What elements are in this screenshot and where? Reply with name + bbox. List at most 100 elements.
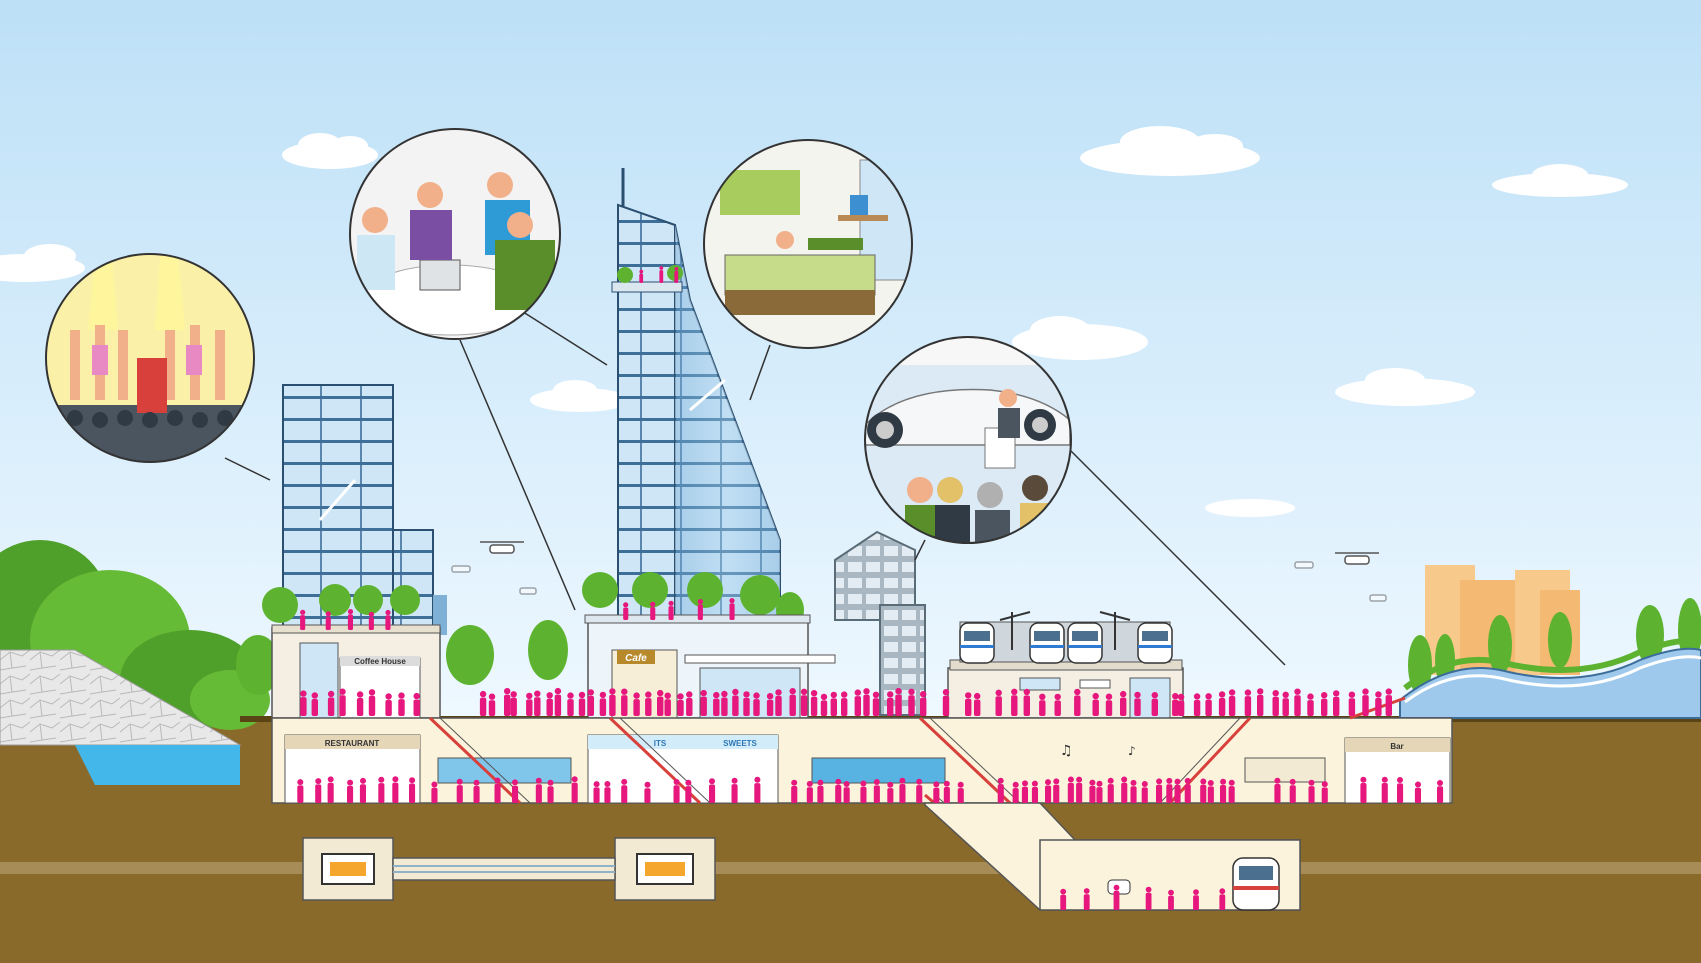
drone-icon: [1335, 552, 1379, 565]
person: [1381, 776, 1388, 803]
cloud: [530, 380, 630, 412]
restaurant-sign: RESTAURANT: [325, 739, 380, 748]
person: [633, 692, 640, 716]
train-icon: [1029, 622, 1065, 664]
clouds: [0, 126, 1628, 517]
person: [639, 269, 644, 283]
person: [621, 778, 628, 803]
drone-icon: [1369, 594, 1387, 602]
person: [943, 780, 950, 803]
person: [1207, 780, 1214, 803]
person: [775, 689, 782, 716]
cloud: [1492, 164, 1628, 197]
person: [1151, 692, 1159, 716]
person: [731, 777, 738, 803]
person: [668, 600, 674, 620]
person: [843, 781, 850, 803]
person: [887, 691, 894, 716]
person: [1228, 779, 1235, 803]
person: [567, 692, 574, 716]
music-note-icon: ♫: [1060, 743, 1073, 759]
person: [887, 781, 894, 803]
sweets-left-sign: ITS: [654, 739, 667, 748]
crowd: [297, 266, 1444, 910]
person: [1321, 781, 1328, 803]
underground-stripe: [0, 862, 1701, 874]
drone-icon: [480, 541, 524, 554]
person: [965, 692, 972, 716]
person: [933, 781, 940, 803]
person: [1145, 886, 1152, 910]
person: [1054, 693, 1061, 716]
person: [1177, 693, 1185, 716]
person: [721, 690, 728, 716]
person: [1105, 693, 1113, 716]
person: [657, 689, 664, 716]
person: [347, 779, 354, 803]
person: [1257, 688, 1264, 716]
office-meeting-callout: [349, 128, 561, 340]
person: [378, 776, 385, 803]
person: [1397, 777, 1404, 803]
music-note-icon: ♪: [1128, 744, 1136, 758]
person: [854, 689, 861, 716]
escalators: [428, 696, 1406, 900]
person: [806, 780, 813, 803]
battery-icon: [321, 853, 375, 885]
person: [413, 692, 420, 716]
person: [1045, 779, 1052, 803]
cloud: [1012, 316, 1148, 360]
person: [494, 777, 501, 803]
bar-sign: Bar: [1390, 742, 1403, 751]
person: [1021, 780, 1028, 803]
person: [621, 688, 628, 716]
person: [1228, 689, 1236, 716]
grey-office-tower: [834, 530, 926, 716]
person: [1218, 691, 1226, 716]
person: [1375, 691, 1382, 716]
cloud: [0, 244, 85, 282]
person: [1107, 777, 1114, 803]
utility-tunnel: [302, 837, 716, 901]
person: [479, 690, 487, 716]
person: [791, 779, 798, 803]
person: [300, 609, 306, 630]
hotel-room-callout: [703, 139, 913, 349]
person: [1174, 778, 1181, 803]
rooftop-trains: [959, 611, 1173, 664]
person: [623, 602, 629, 620]
person: [1166, 777, 1173, 803]
person: [916, 778, 923, 803]
person: [1333, 690, 1340, 716]
music-notes: ♫ ♪: [1060, 743, 1136, 759]
person: [685, 779, 692, 803]
person: [1348, 691, 1356, 716]
person: [686, 691, 693, 716]
person: [713, 691, 720, 716]
train-icon: [1232, 857, 1280, 911]
person: [1096, 780, 1103, 803]
person: [753, 692, 760, 716]
person: [899, 777, 906, 803]
person: [659, 266, 664, 283]
person: [873, 779, 880, 803]
person: [1321, 692, 1328, 716]
person: [997, 777, 1004, 803]
person: [604, 781, 611, 803]
central-skyscraper: [611, 168, 781, 621]
train-icon: [1067, 622, 1103, 664]
person: [1362, 688, 1369, 716]
coffee-house-sign: Coffee House: [354, 657, 406, 666]
person: [1193, 693, 1201, 716]
person: [456, 778, 463, 803]
person: [599, 691, 607, 716]
person: [512, 779, 519, 803]
person: [800, 688, 808, 716]
person: [1039, 693, 1046, 716]
person: [677, 693, 684, 716]
person: [1083, 888, 1090, 910]
person: [1308, 779, 1315, 803]
person: [830, 691, 837, 716]
person: [1060, 888, 1067, 910]
person: [526, 692, 533, 716]
